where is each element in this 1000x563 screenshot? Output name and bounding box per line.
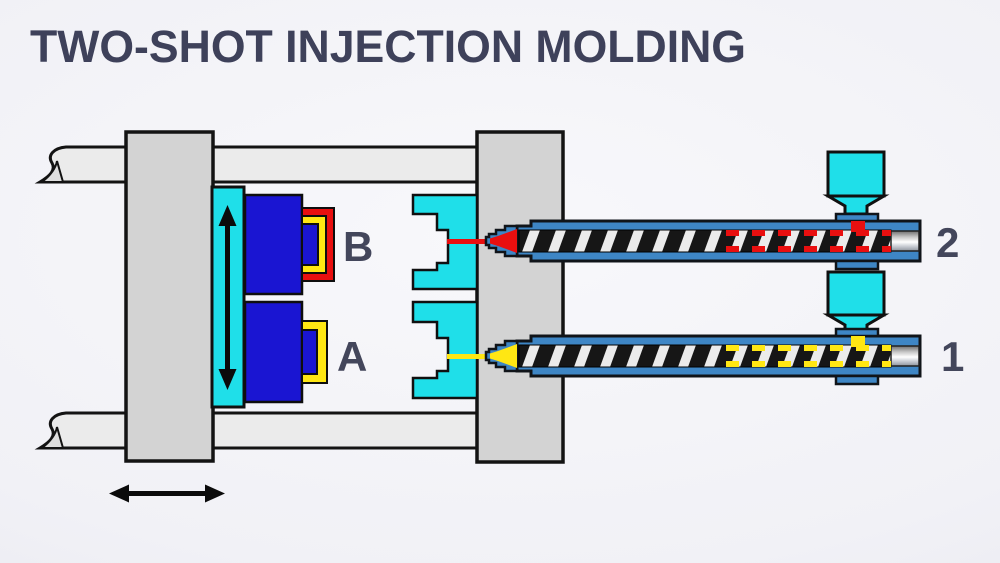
nozzle-2-melt-red: [490, 229, 517, 253]
barrel-1-lower-flange: [834, 374, 880, 386]
throat-material-yellow: [851, 336, 865, 347]
station-b-label: B: [343, 223, 373, 270]
screw-1-shank: [890, 345, 920, 367]
tie-bar-top: [34, 145, 479, 184]
core-a-station: [243, 300, 328, 404]
hopper-1: [826, 270, 886, 317]
core-a-pin: [301, 329, 318, 375]
station-a-label: A: [337, 333, 367, 380]
barrel-2-throat-flange: [834, 212, 880, 223]
fixed-mold-half: [411, 193, 479, 400]
sprue-line-yellow: [447, 354, 491, 359]
vertical-motion-arrow-icon: [218, 205, 237, 390]
clamp-unit: [34, 130, 565, 464]
rotating-mold-half: [210, 185, 335, 409]
hopper-2: [826, 150, 886, 198]
horizontal-motion-arrow-icon: [109, 484, 225, 503]
core-b-pin: [301, 223, 319, 266]
page-title: TWO-SHOT INJECTION MOLDING: [30, 21, 746, 72]
injection-unit-2: [447, 150, 922, 271]
barrel-2-lower-flange: [834, 259, 880, 271]
injection-unit-1-label: 1: [941, 333, 964, 380]
fixed-platen: [475, 130, 565, 464]
sprue-line-red: [447, 239, 491, 244]
cavity-plate-top: [411, 193, 479, 291]
injection-unit-2-label: 2: [936, 219, 959, 266]
tie-bar-bottom: [34, 411, 479, 450]
moving-platen: [124, 130, 215, 463]
nozzle-1-melt-yellow: [490, 344, 517, 368]
screw-2-shank: [890, 230, 920, 252]
throat-material-red: [851, 221, 865, 232]
core-b-station: [243, 193, 335, 296]
cavity-plate-bottom: [411, 300, 479, 400]
injection-unit-1: [447, 270, 922, 386]
tie-bar-bottom-break-icon: [39, 426, 65, 449]
core-b: [243, 193, 304, 296]
hopper-2-funnel: [822, 194, 890, 216]
tie-bar-top-break-icon: [39, 160, 65, 183]
barrel-1-throat-flange: [834, 327, 880, 338]
core-a: [243, 300, 304, 404]
